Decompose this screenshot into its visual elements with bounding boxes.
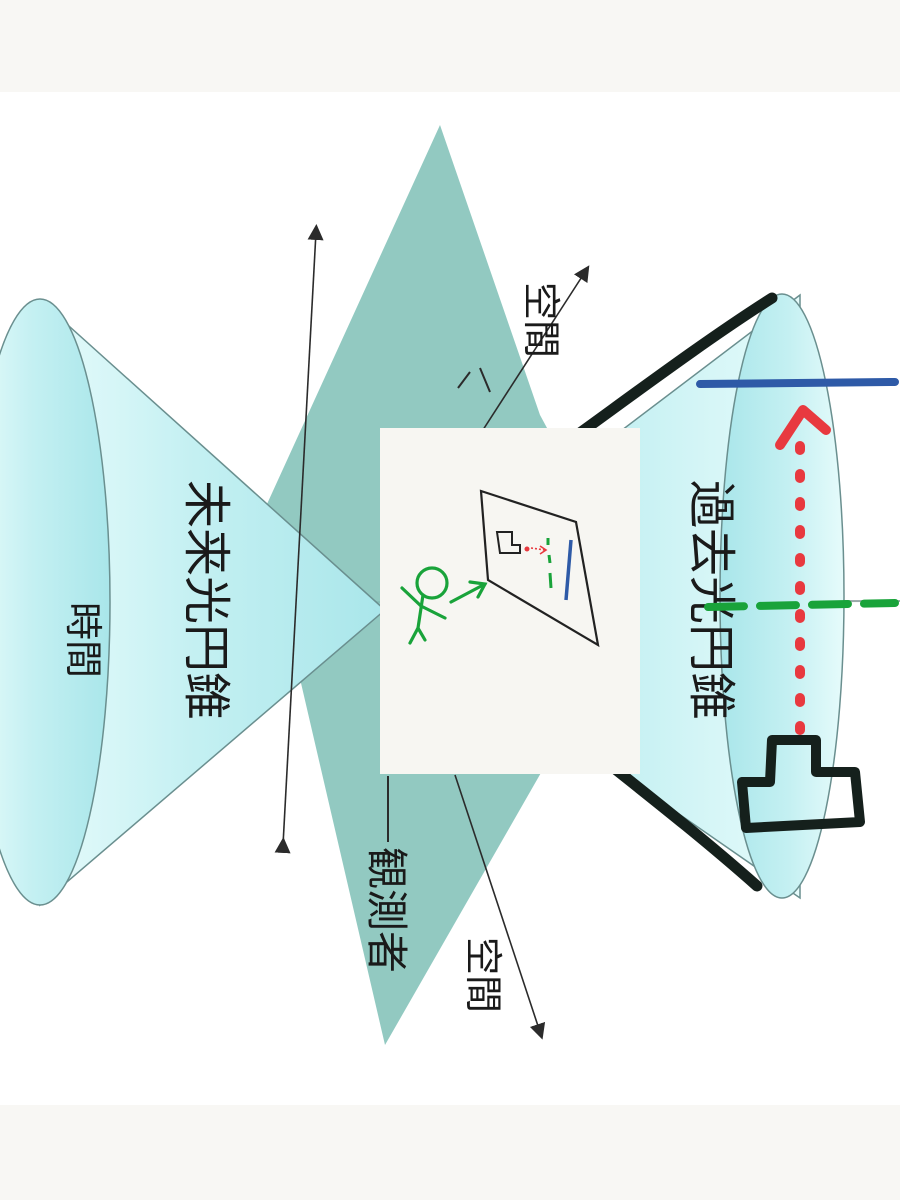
time-label: 時間 (61, 602, 105, 678)
past-cone-label-group: 過去光円錐 (683, 480, 739, 720)
time-label-group: 時間 (61, 602, 105, 678)
space-label-right: 空間 (519, 282, 563, 358)
past-cone-label: 過去光円錐 (683, 480, 739, 720)
stick-figure-icon (400, 566, 488, 645)
future-cone-label: 未来光円錐 (178, 480, 234, 720)
sketch-paper (380, 428, 640, 774)
partial-glyph (457, 367, 491, 393)
observer-label: 観測者 (362, 847, 411, 973)
space-label-left: 空間 (461, 937, 505, 1013)
red-dotted-arrow (775, 405, 831, 735)
space-axis-2 (469, 265, 590, 451)
space-axis-1 (274, 224, 324, 854)
space-label-right-group: 空間 (519, 282, 563, 358)
building-silhouette-icon (737, 735, 865, 833)
blue-marker-line (696, 378, 899, 388)
screen-sketch-icon (479, 489, 600, 648)
green-dashed-line (704, 599, 899, 611)
observer-label-group: 観測者 (362, 847, 411, 973)
space-label-left-group: 空間 (461, 937, 505, 1013)
space-axis-3 (454, 774, 546, 1040)
future-cone-label-group: 未来光円錐 (178, 480, 234, 720)
future-light-cone (0, 298, 387, 907)
